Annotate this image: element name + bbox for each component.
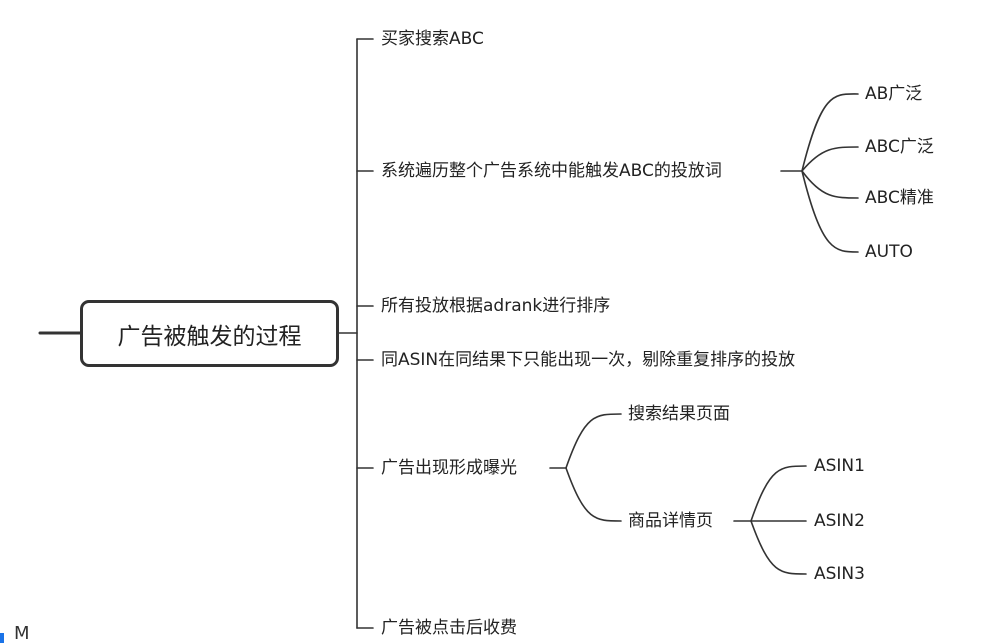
branch-node-dedupe[interactable]: 同ASIN在同结果下只能出现一次，剔除重复排序的投放 xyxy=(381,350,796,370)
leaf-asin2[interactable]: ASIN2 xyxy=(814,511,865,531)
fan-detail-2 xyxy=(750,520,807,575)
leaf-asin1[interactable]: ASIN1 xyxy=(814,456,865,476)
leaf-ab-broad[interactable]: AB广泛 xyxy=(865,84,923,104)
leaf-product-detail-page[interactable]: 商品详情页 xyxy=(628,511,713,531)
leaf-auto[interactable]: AUTO xyxy=(865,242,913,262)
branch-node-traverse[interactable]: 系统遍历整个广告系统中能触发ABC的投放词 xyxy=(381,161,722,181)
branch-node-impression[interactable]: 广告出现形成曝光 xyxy=(381,458,517,478)
branch-node-rank[interactable]: 所有投放根据adrank进行排序 xyxy=(381,296,611,316)
fan-b5-0 xyxy=(565,413,622,469)
leaf-search-results-page[interactable]: 搜索结果页面 xyxy=(628,404,730,424)
leaf-abc-broad[interactable]: ABC广泛 xyxy=(865,137,934,157)
leaf-abc-exact[interactable]: ABC精准 xyxy=(865,188,934,208)
fan-b2-2 xyxy=(801,170,859,199)
fan-b5-1 xyxy=(565,467,622,522)
fan-b2-1 xyxy=(801,146,859,172)
leaf-asin3[interactable]: ASIN3 xyxy=(814,564,865,584)
branch-node-click-charge[interactable]: 广告被点击后收费 xyxy=(381,618,517,638)
fan-b2-3 xyxy=(801,170,859,253)
root-node[interactable]: 广告被触发的过程 xyxy=(80,300,339,367)
fan-b2-0 xyxy=(801,93,859,172)
branch-node-search[interactable]: 买家搜索ABC xyxy=(381,29,484,49)
blue-edge-marker xyxy=(0,633,4,643)
fan-detail-0 xyxy=(750,465,807,522)
root-node-label: 广告被触发的过程 xyxy=(117,323,302,350)
cropped-corner-text: M xyxy=(14,623,30,644)
